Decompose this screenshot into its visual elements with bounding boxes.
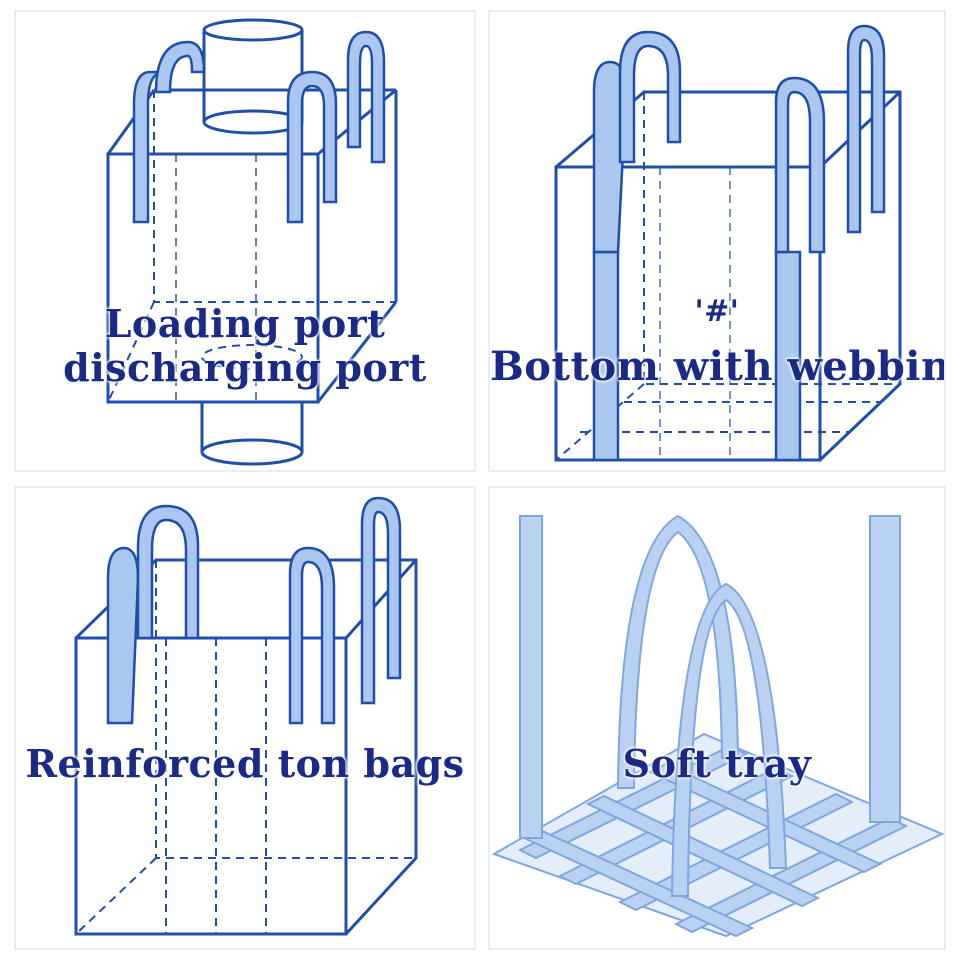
caption-line-1: Loading port (16, 302, 474, 346)
caption-webbing-marker: '#' (490, 295, 944, 329)
bag-with-webbing-illustration (490, 12, 946, 472)
reinforced-bag-illustration (16, 488, 476, 950)
soft-tray-illustration (490, 488, 946, 950)
caption-bottom-with-webbing: Bottom with webbing (490, 344, 944, 390)
panel-reinforced-ton-bags: Reinforced ton bags (14, 486, 476, 950)
caption-line-2: discharging port (16, 346, 474, 390)
panel-bottom-with-webbing: '#' Bottom with webbing (488, 10, 946, 472)
caption-soft-tray: Soft tray (490, 742, 944, 786)
caption-reinforced-ton-bags: Reinforced ton bags (16, 742, 474, 786)
bag-with-ports-illustration (16, 12, 476, 472)
panel-loading-discharging-port: Loading port discharging port (14, 10, 476, 472)
panel-soft-tray: Soft tray (488, 486, 946, 950)
caption-loading-discharging: Loading port discharging port (16, 302, 474, 390)
